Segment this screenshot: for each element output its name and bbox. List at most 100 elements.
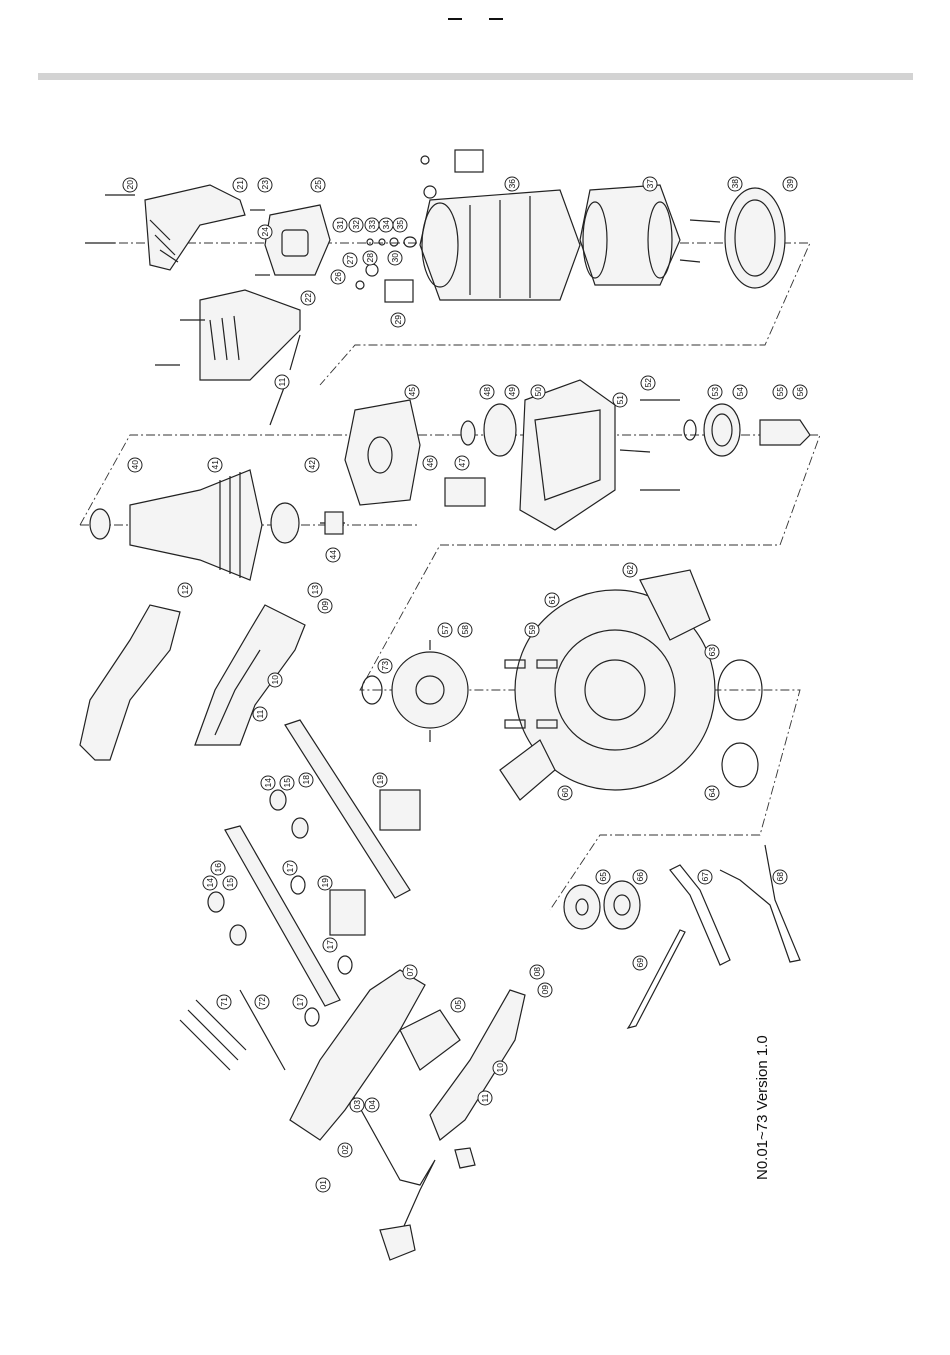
svg-text:36: 36 (507, 179, 517, 189)
svg-text:62: 62 (625, 565, 635, 575)
callout-51: 51 (613, 393, 627, 407)
callout-03: 03 (350, 1098, 364, 1112)
svg-text:31: 31 (335, 220, 345, 230)
svg-text:25: 25 (313, 180, 323, 190)
svg-text:44: 44 (328, 550, 338, 560)
svg-text:66: 66 (635, 872, 645, 882)
svg-text:60: 60 (560, 788, 570, 798)
end-cap-cover (145, 185, 245, 270)
svg-text:30: 30 (390, 253, 400, 263)
svg-text:34: 34 (381, 220, 391, 230)
svg-text:18: 18 (301, 775, 311, 785)
callout-01: 01 (316, 1178, 330, 1192)
svg-text:72: 72 (257, 997, 267, 1007)
callout-11: 11 (275, 375, 289, 389)
svg-text:10: 10 (270, 675, 280, 685)
retaining-rings (718, 660, 762, 787)
svg-text:48: 48 (482, 387, 492, 397)
callout-18: 17 (283, 861, 297, 875)
callout-44: 44 (326, 548, 340, 562)
callout-47: 47 (455, 456, 469, 470)
svg-text:02: 02 (340, 1145, 350, 1155)
svg-text:11: 11 (255, 709, 265, 718)
callout-48: 48 (480, 385, 494, 399)
callout-10b: 10 (493, 1061, 507, 1075)
svg-text:28: 28 (365, 253, 375, 263)
callout-71: 71 (217, 995, 231, 1009)
callout-02: 02 (338, 1143, 352, 1157)
callout-13: 13 (308, 583, 322, 597)
handle-cover-left (80, 605, 180, 760)
callout-05: 05 (451, 998, 465, 1012)
callout-57: 57 (438, 623, 452, 637)
bearing-plate (345, 400, 420, 505)
callout-41: 41 (208, 458, 222, 472)
svg-text:68: 68 (775, 872, 785, 882)
callout-15: 15 (280, 776, 294, 790)
callout-15b: 15 (223, 876, 237, 890)
callout-18b: 17 (323, 938, 337, 952)
svg-text:14: 14 (205, 878, 215, 888)
callout-73: 73 (378, 659, 392, 673)
svg-text:17: 17 (325, 940, 335, 950)
callout-26: 26 (331, 270, 345, 284)
svg-text:67: 67 (700, 872, 710, 882)
callout-59: 59 (525, 623, 539, 637)
svg-text:11: 11 (480, 1093, 490, 1102)
svg-text:51: 51 (615, 395, 625, 405)
callout-07: 07 (403, 965, 417, 979)
svg-text:61: 61 (547, 595, 557, 605)
callout-58: 58 (458, 623, 472, 637)
svg-text:40: 40 (130, 460, 140, 470)
svg-text:09: 09 (540, 985, 550, 995)
svg-text:23: 23 (260, 180, 270, 190)
callout-68: 68 (773, 870, 787, 884)
svg-text:45: 45 (407, 387, 417, 397)
callout-21: 21 (233, 178, 247, 192)
callout-23: 23 (258, 178, 272, 192)
svg-text:54: 54 (735, 387, 745, 397)
svg-text:35: 35 (395, 220, 405, 230)
svg-text:55: 55 (775, 387, 785, 397)
svg-text:27: 27 (345, 255, 355, 265)
callout-32: 32 (349, 218, 363, 232)
callout-40: 40 (128, 458, 142, 472)
callout-45: 45 (405, 385, 419, 399)
svg-text:21: 21 (235, 180, 245, 190)
callout-14b: 14 (203, 876, 217, 890)
outer-flange-and-nut (564, 881, 640, 929)
callout-27: 27 (343, 253, 357, 267)
callout-20: 20 (123, 178, 137, 192)
callout-09b: 09 (538, 983, 552, 997)
callout-62: 62 (623, 563, 637, 577)
svg-text:22: 22 (303, 293, 313, 303)
svg-text:15: 15 (282, 778, 292, 788)
callout-67: 67 (698, 870, 712, 884)
callout-64: 64 (705, 786, 719, 800)
svg-text:29: 29 (393, 315, 403, 325)
callout-36: 36 (505, 177, 519, 191)
callout-17: 18 (299, 773, 313, 787)
callout-55: 55 (773, 385, 787, 399)
svg-text:50: 50 (533, 387, 543, 397)
callout-52: 52 (641, 376, 655, 390)
svg-text:37: 37 (645, 179, 655, 189)
svg-text:52: 52 (643, 378, 653, 388)
svg-text:59: 59 (527, 625, 537, 635)
callout-65: 65 (596, 870, 610, 884)
svg-text:05: 05 (453, 1000, 463, 1010)
svg-text:41: 41 (210, 460, 220, 470)
callout-53: 53 (708, 385, 722, 399)
callout-28: 28 (363, 251, 377, 265)
svg-text:13: 13 (310, 585, 320, 595)
version-label: N0.01~73 Version 1.0 (754, 1040, 778, 1180)
blade-guard (500, 570, 715, 800)
callout-39: 39 (783, 177, 797, 191)
callout-37: 37 (643, 177, 657, 191)
callout-08: 08 (530, 965, 544, 979)
callout-49: 49 (505, 385, 519, 399)
svg-text:19: 19 (320, 878, 330, 888)
callout-09: 09 (318, 599, 332, 613)
brush-holder-plate (265, 205, 330, 275)
callout-25: 25 (311, 178, 325, 192)
